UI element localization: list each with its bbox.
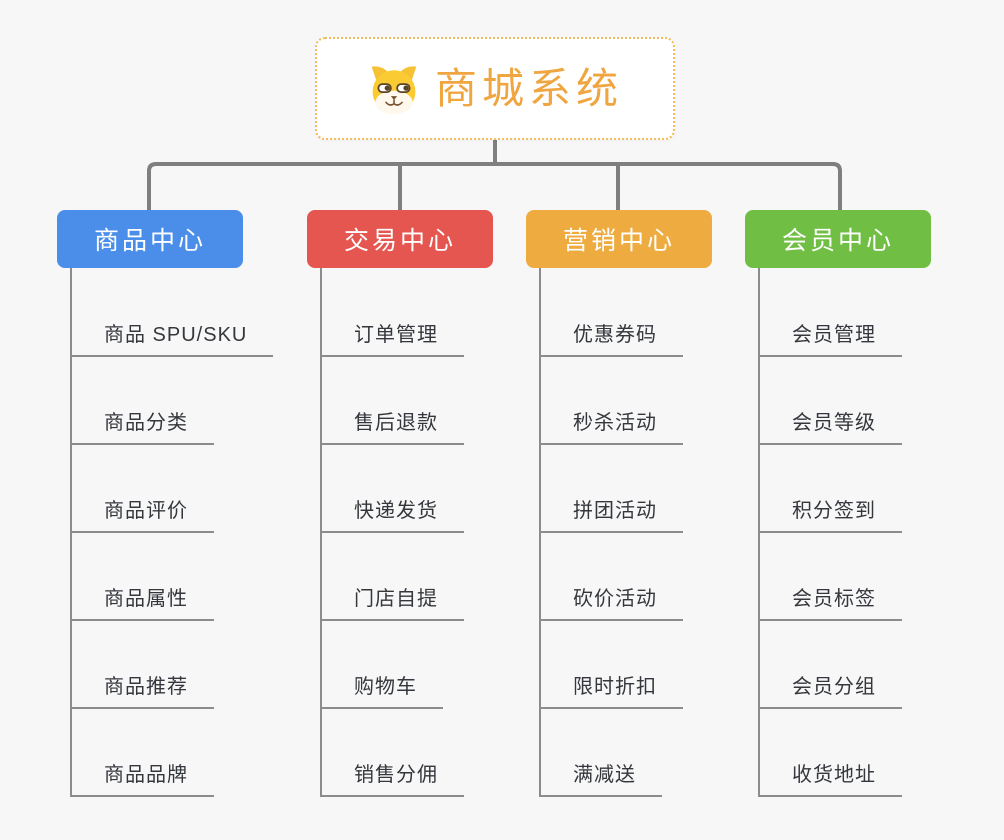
branch-item-list: 会员管理会员等级积分签到会员标签会员分组收货地址	[758, 268, 902, 797]
root-title: 商城系统	[434, 64, 623, 112]
mindmap-node: 拼团活动	[539, 445, 683, 533]
mindmap-node: 商品分类	[70, 357, 273, 445]
branch-item-list: 优惠券码秒杀活动拼团活动砍价活动限时折扣满减送	[539, 268, 683, 797]
mindmap-node: 门店自提	[320, 533, 464, 621]
mindmap-node-label[interactable]: 限时折扣	[539, 677, 683, 709]
branch-item-list: 订单管理售后退款快递发货门店自提购物车销售分佣	[320, 268, 464, 797]
mindmap-node-label[interactable]: 售后退款	[320, 413, 464, 445]
branch-column: 交易中心订单管理售后退款快递发货门店自提购物车销售分佣	[307, 210, 493, 797]
branch-header[interactable]: 会员中心	[745, 210, 931, 268]
mindmap-node-label[interactable]: 满减送	[539, 765, 662, 797]
mindmap-node-label[interactable]: 会员等级	[758, 413, 902, 445]
mindmap-node: 会员分组	[758, 621, 902, 709]
mindmap-node-label[interactable]: 秒杀活动	[539, 413, 683, 445]
branch-header[interactable]: 商品中心	[57, 210, 243, 268]
mindmap-node-label[interactable]: 收货地址	[758, 765, 902, 797]
mindmap-node-label[interactable]: 商品属性	[70, 589, 214, 621]
mindmap-node-label[interactable]: 商品推荐	[70, 677, 214, 709]
mindmap-node: 秒杀活动	[539, 357, 683, 445]
mindmap-node-label[interactable]: 会员管理	[758, 325, 902, 357]
mindmap-node-label[interactable]: 拼团活动	[539, 501, 683, 533]
mindmap-node: 会员标签	[758, 533, 902, 621]
mindmap-node: 商品推荐	[70, 621, 273, 709]
mindmap-node: 收货地址	[758, 709, 902, 797]
mindmap-node-label[interactable]: 商品分类	[70, 413, 214, 445]
mindmap-node-label[interactable]: 商品品牌	[70, 765, 214, 797]
mindmap-node: 购物车	[320, 621, 464, 709]
mindmap-node: 商品评价	[70, 445, 273, 533]
mindmap-node: 销售分佣	[320, 709, 464, 797]
mindmap-node: 会员管理	[758, 268, 902, 357]
mindmap-node: 优惠券码	[539, 268, 683, 357]
branch-bus-line	[147, 162, 842, 210]
mindmap-node-label[interactable]: 购物车	[320, 677, 443, 709]
mindmap-node-label[interactable]: 积分签到	[758, 501, 902, 533]
branch-column: 商品中心商品 SPU/SKU 商品分类商品评价商品属性商品推荐商品品牌	[57, 210, 274, 797]
mindmap-node: 限时折扣	[539, 621, 683, 709]
mindmap-node-label[interactable]: 快递发货	[320, 501, 464, 533]
mindmap-node: 会员等级	[758, 357, 902, 445]
mindmap-node-label[interactable]: 订单管理	[320, 325, 464, 357]
mindmap-node-label[interactable]: 销售分佣	[320, 765, 464, 797]
mindmap-node: 商品属性	[70, 533, 273, 621]
mindmap-node: 积分签到	[758, 445, 902, 533]
shiba-dog-icon	[367, 64, 421, 114]
root-node[interactable]: 商城系统	[315, 37, 675, 140]
mindmap-node: 售后退款	[320, 357, 464, 445]
mindmap-node: 满减送	[539, 709, 683, 797]
mindmap-node-label[interactable]: 会员分组	[758, 677, 902, 709]
mindmap-node-label[interactable]: 商品评价	[70, 501, 214, 533]
mindmap-node-label[interactable]: 砍价活动	[539, 589, 683, 621]
mindmap-node: 快递发货	[320, 445, 464, 533]
branch-item-list: 商品 SPU/SKU 商品分类商品评价商品属性商品推荐商品品牌	[70, 268, 274, 797]
mindmap-node-label[interactable]: 会员标签	[758, 589, 902, 621]
branch-header[interactable]: 交易中心	[307, 210, 493, 268]
mindmap-node: 订单管理	[320, 268, 464, 357]
branch-column: 营销中心优惠券码秒杀活动拼团活动砍价活动限时折扣满减送	[526, 210, 712, 797]
branch-header[interactable]: 营销中心	[526, 210, 712, 268]
mindmap-node-label[interactable]: 门店自提	[320, 589, 464, 621]
mindmap-node: 商品 SPU/SKU	[70, 268, 274, 357]
mindmap-node-label[interactable]: 商品 SPU/SKU	[70, 325, 274, 357]
mindmap-node: 砍价活动	[539, 533, 683, 621]
branch-column: 会员中心会员管理会员等级积分签到会员标签会员分组收货地址	[745, 210, 931, 797]
mindmap-node-label[interactable]: 优惠券码	[539, 325, 683, 357]
mindmap-node: 商品品牌	[70, 709, 273, 797]
